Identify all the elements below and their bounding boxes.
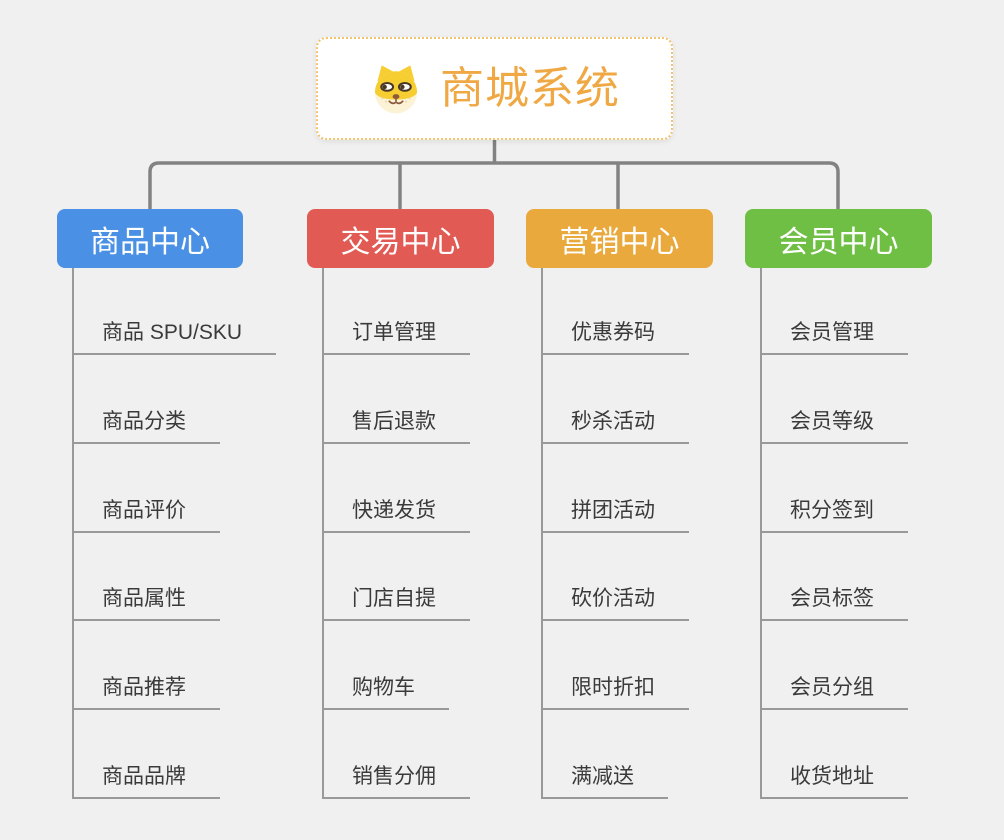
child-node[interactable]: 商品 SPU/SKU xyxy=(72,319,277,355)
root-node[interactable]: 商城系统 xyxy=(316,37,673,140)
branch-trunk-line xyxy=(541,268,543,799)
child-node[interactable]: 收货地址 xyxy=(760,763,908,799)
child-node[interactable]: 会员管理 xyxy=(760,319,908,355)
doge-dog-face-icon xyxy=(369,62,423,116)
child-node[interactable]: 商品分类 xyxy=(72,408,220,444)
branch-trunk-line xyxy=(72,268,74,799)
root-title: 商城系统 xyxy=(440,63,620,113)
child-node[interactable]: 会员标签 xyxy=(760,585,908,621)
child-node[interactable]: 拼团活动 xyxy=(541,497,689,533)
branch-marketing-center[interactable]: 营销中心 xyxy=(526,209,713,268)
child-node[interactable]: 商品评价 xyxy=(72,497,220,533)
child-node[interactable]: 会员等级 xyxy=(760,408,908,444)
child-node[interactable]: 购物车 xyxy=(322,674,449,710)
child-node[interactable]: 秒杀活动 xyxy=(541,408,689,444)
child-node[interactable]: 订单管理 xyxy=(322,319,470,355)
child-node[interactable]: 会员分组 xyxy=(760,674,908,710)
child-node[interactable]: 砍价活动 xyxy=(541,585,689,621)
child-node[interactable]: 售后退款 xyxy=(322,408,470,444)
child-node[interactable]: 优惠券码 xyxy=(541,319,689,355)
child-node[interactable]: 销售分佣 xyxy=(322,763,470,799)
branch-trade-center[interactable]: 交易中心 xyxy=(307,209,494,268)
branch-member-center[interactable]: 会员中心 xyxy=(745,209,932,268)
child-node[interactable]: 商品推荐 xyxy=(72,674,220,710)
child-node[interactable]: 快递发货 xyxy=(322,497,470,533)
branch-trunk-line xyxy=(760,268,762,799)
branch-product-center[interactable]: 商品中心 xyxy=(57,209,243,268)
child-node[interactable]: 商品品牌 xyxy=(72,763,220,799)
child-node[interactable]: 积分签到 xyxy=(760,497,908,533)
branch-trunk-line xyxy=(322,268,324,799)
child-node[interactable]: 商品属性 xyxy=(72,585,220,621)
child-node[interactable]: 满减送 xyxy=(541,763,668,799)
child-node[interactable]: 门店自提 xyxy=(322,585,470,621)
child-node[interactable]: 限时折扣 xyxy=(541,674,689,710)
